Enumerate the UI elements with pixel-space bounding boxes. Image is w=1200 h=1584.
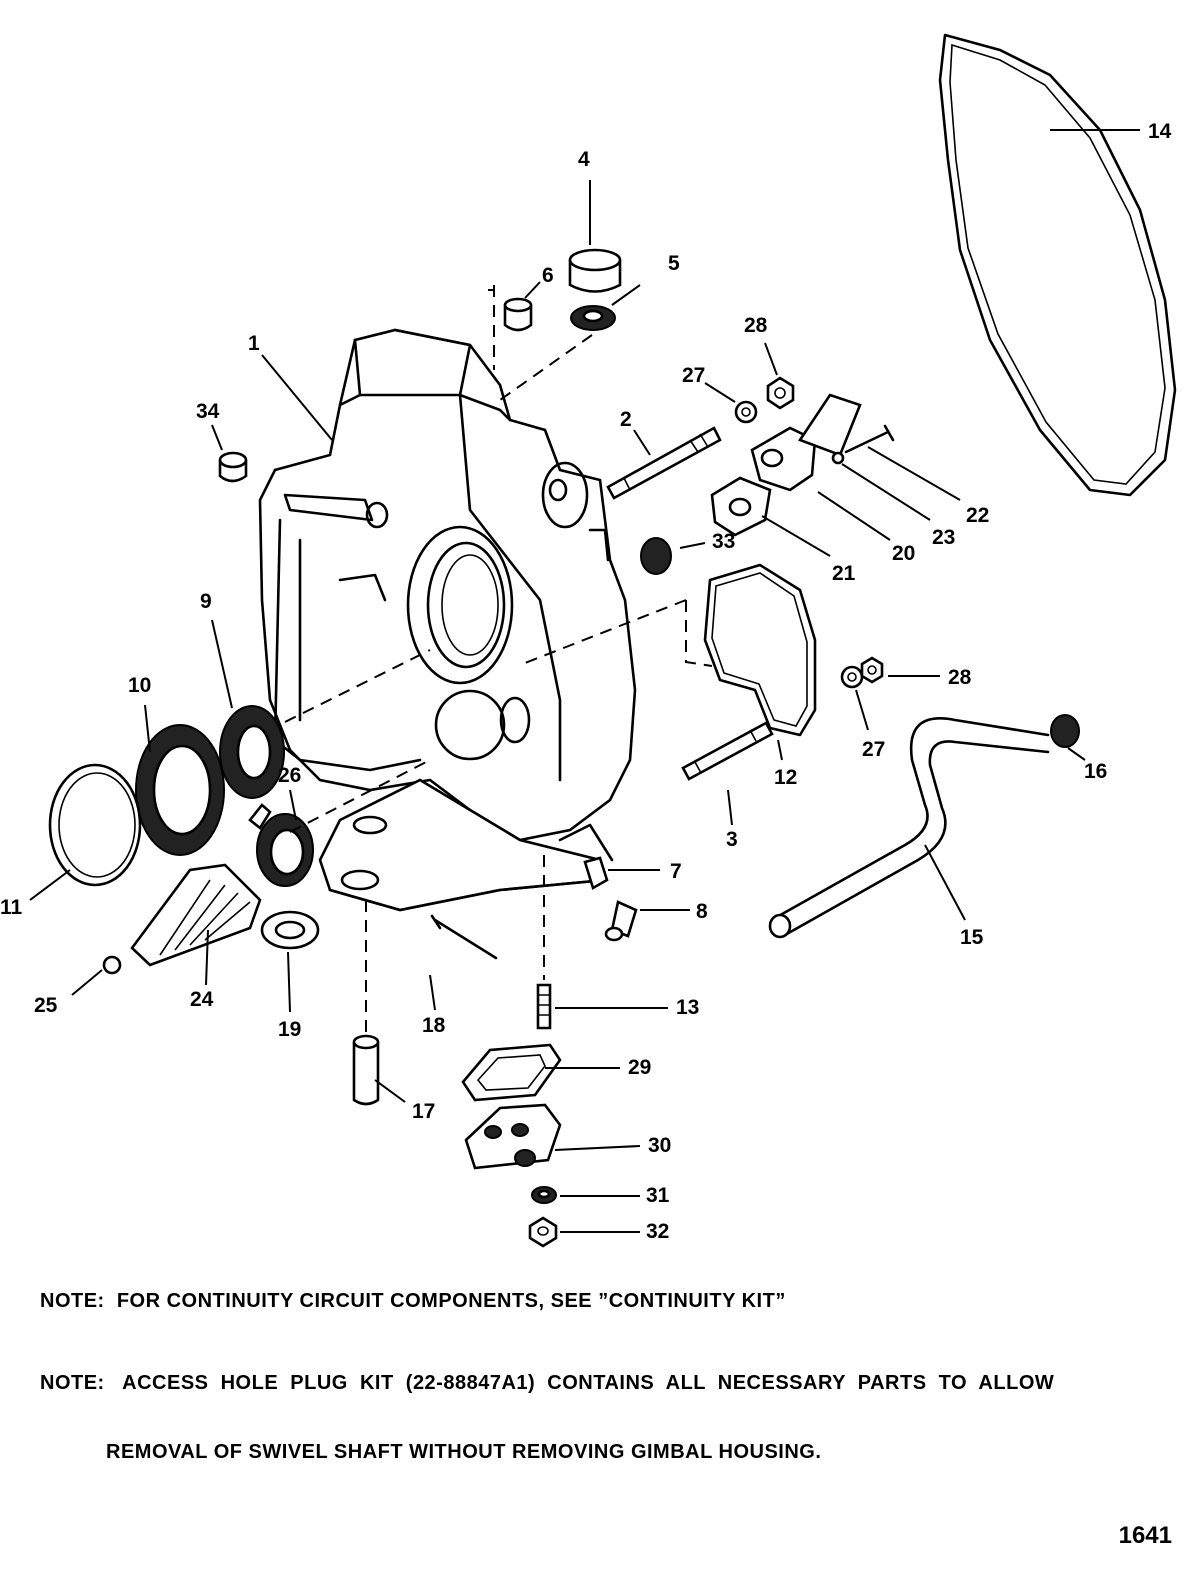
callout-17: 17 [412,1100,435,1123]
callout-7: 7 [670,860,682,883]
callout-12: 12 [774,766,797,789]
callout-10: 10 [128,674,151,697]
assembly-lines [284,285,713,1035]
callout-labels: 4 5 6 1 34 2 27 28 14 22 23 20 21 33 9 1… [0,120,1172,1243]
callout-21: 21 [832,562,856,585]
part-24-bellows [130,863,262,967]
part-22-bolt [844,430,890,454]
part-28-nut-bottom [860,656,884,684]
part-30-cover [464,1103,562,1170]
callout-30: 30 [648,1134,671,1157]
callout-5: 5 [668,252,680,275]
gimbal-housing [258,328,637,912]
part-15-hose [773,717,1050,920]
callout-16: 16 [1084,760,1107,783]
part-33-bushing [640,537,672,575]
part-32-nut [528,1216,558,1248]
callout-14: 14 [1148,120,1172,143]
callout-25: 25 [34,994,58,1017]
part-3-stud [681,721,774,781]
callout-27-top: 27 [682,364,705,387]
part-16-plug [1050,714,1080,748]
part-13-stud [536,983,552,1030]
part-12-gasket [703,563,817,737]
callout-22: 22 [966,504,989,527]
part-25-clamp [102,955,122,975]
callout-11: 11 [0,896,23,919]
callout-34: 34 [196,400,220,423]
note-access-hole-line-1: NOTE: ACCESS HOLE PLUG KIT (22-88847A1) … [40,1372,1055,1394]
note-continuity-kit: NOTE: FOR CONTINUITY CIRCUIT COMPONENTS,… [40,1290,786,1312]
callout-18: 18 [422,1014,446,1037]
note-access-hole-plug-kit: NOTE: ACCESS HOLE PLUG KIT (22-88847A1) … [40,1326,1160,1487]
callout-19: 19 [278,1018,301,1041]
part-18-pin [433,918,498,960]
part-7-fitting [583,856,609,890]
leader-lines [29,129,1140,1233]
part-2-stud [606,426,722,500]
part-27-washer-bottom [840,665,864,689]
callout-24: 24 [190,988,214,1011]
part-20-elbow [750,426,817,492]
callout-27-bottom: 27 [862,738,885,761]
exploded-parts-diagram: 4 5 6 1 34 2 27 28 14 22 23 20 21 33 9 1… [0,33,1177,1248]
callout-32: 32 [646,1220,669,1243]
part-28-nut-top [766,376,795,410]
note-access-hole-line-2: REMOVAL OF SWIVEL SHAFT WITHOUT REMOVING… [106,1441,822,1463]
callout-26: 26 [278,764,301,787]
part-27-washer-top [734,400,758,424]
part-14-gasket [938,33,1177,497]
callout-1: 1 [248,332,260,355]
callout-2: 2 [620,408,632,431]
part-17-pin [352,1042,380,1106]
callout-23: 23 [932,526,955,549]
part-23-washer [831,451,845,465]
callout-28-bottom: 28 [948,666,972,689]
callout-31: 31 [646,1184,670,1207]
callout-29: 29 [628,1056,651,1079]
callout-33: 33 [712,530,735,553]
callout-9: 9 [200,590,212,613]
part-11-clamp [48,763,142,887]
callout-15: 15 [960,926,984,949]
callout-6: 6 [542,264,554,287]
part-29-gasket [461,1043,562,1102]
callout-3: 3 [726,828,738,851]
page-number: 1641 [1118,1522,1172,1549]
callout-13: 13 [676,996,699,1019]
callout-8: 8 [696,900,708,923]
callout-20: 20 [892,542,915,565]
callout-28-top: 28 [744,314,768,337]
callout-4: 4 [578,148,590,171]
